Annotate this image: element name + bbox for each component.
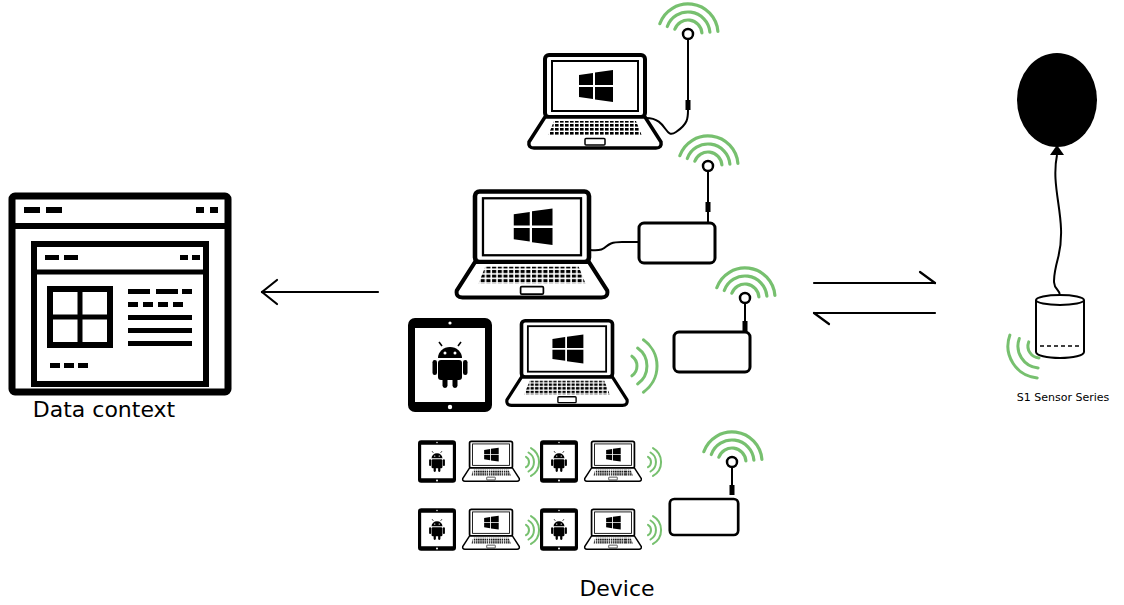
wireless-arc [526, 525, 529, 535]
connector-arrow [262, 280, 378, 304]
wireless-waves [526, 4, 1039, 544]
wireless-arc [529, 521, 534, 540]
wireless-arc [717, 268, 775, 295]
wireless-arc [643, 340, 657, 392]
node-label: Device [579, 576, 654, 601]
antenna-stick [731, 467, 733, 486]
wireless-arc [526, 457, 529, 467]
antenna-stick [707, 171, 709, 203]
antenna-tip [727, 457, 737, 467]
wireless-arc [1018, 339, 1038, 368]
wireless-arc [648, 525, 651, 535]
arrow-line [262, 292, 277, 304]
wireless-arc [1008, 335, 1037, 378]
balloon-sensor-icon [1017, 53, 1097, 358]
wireless-arc [653, 516, 661, 544]
arrow-line [920, 272, 935, 283]
wireless-arc [704, 432, 762, 459]
wireless-arc [653, 448, 661, 476]
antenna-plug [706, 202, 711, 212]
arrow-line [814, 313, 829, 324]
antenna-tip [683, 29, 693, 39]
wireless-arc [531, 516, 539, 544]
antenna-plug [743, 321, 748, 331]
wireless-arc [660, 4, 718, 31]
wireless-arc [638, 348, 647, 384]
antenna-stick [744, 303, 746, 322]
node-label: Data context [33, 397, 175, 422]
wireless-arc [1028, 342, 1039, 358]
antenna-tip [740, 293, 750, 303]
device-node: Device [402, 2, 782, 603]
arrow-line [814, 312, 935, 314]
wireless-arc [651, 521, 656, 540]
wireless-arc [680, 136, 738, 163]
wireless-arc [651, 453, 656, 472]
arrow-line [814, 282, 935, 284]
browser-window-icon [12, 196, 228, 392]
antenna-plug [686, 100, 691, 110]
node-label: S1 Sensor Series [1017, 392, 1110, 405]
antenna-plug [730, 485, 735, 495]
wireless-arc [529, 453, 534, 472]
device-group-icons [408, 55, 750, 551]
connector-arrow [814, 272, 935, 324]
wireless-arc [648, 457, 651, 467]
arrow-line [262, 280, 277, 292]
wireless-arc [632, 356, 637, 376]
wireless-arc [531, 448, 539, 476]
sensor-node: S1 Sensor Series [990, 52, 1122, 407]
antenna-tip [703, 161, 713, 171]
antenna-stick [687, 39, 689, 101]
arrow-line [262, 291, 378, 293]
data-context-node: Data context [8, 192, 232, 424]
